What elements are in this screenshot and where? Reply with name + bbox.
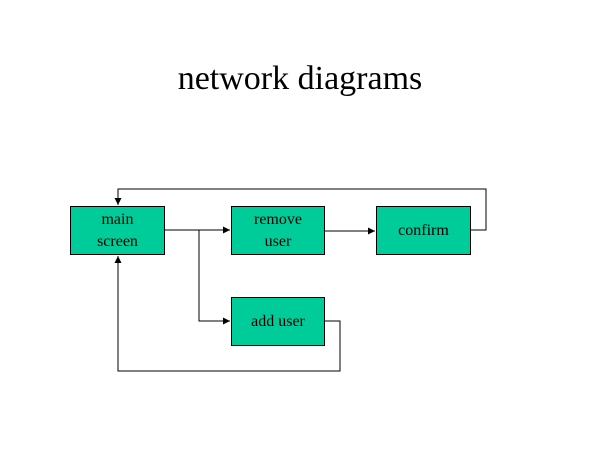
node-main-screen-label: main screen xyxy=(97,210,138,250)
node-add-user: add user xyxy=(231,297,325,346)
edge-confirm-to-main-screen xyxy=(114,188,487,231)
slide-title: network diagrams xyxy=(177,60,423,97)
node-add-user-label: add user xyxy=(251,312,305,330)
edge-add-user-to-main-screen xyxy=(114,256,341,372)
node-remove-user: remove user xyxy=(231,206,325,255)
node-confirm: confirm xyxy=(376,206,471,255)
edge-main-screen-to-add-user xyxy=(198,230,230,325)
node-remove-user-label: remove user xyxy=(254,210,302,250)
node-confirm-label: confirm xyxy=(398,221,449,239)
node-main-screen: main screen xyxy=(70,206,165,255)
